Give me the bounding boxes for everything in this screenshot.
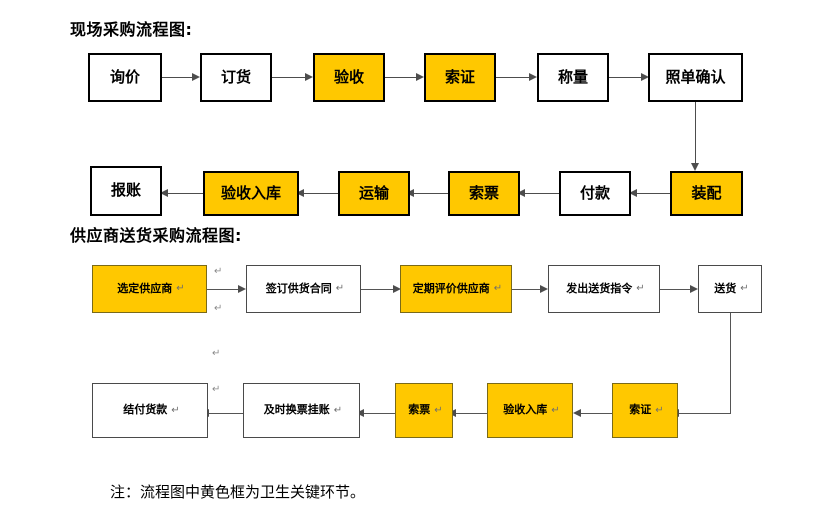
node-label: 索票 [468,183,499,202]
connector-line-vertical [730,313,731,414]
arrow-right-icon [238,284,246,293]
connector-line [580,413,612,414]
flow1-node-yunshu[interactable]: 运输 [338,171,410,216]
connector-line [636,193,670,194]
connector-line [363,413,395,414]
node-label: 运输 [358,183,389,202]
flow1-node-fukuan[interactable]: 付款 [559,171,631,216]
node-label: 付款 [579,183,610,202]
connector-line-vertical [695,102,696,164]
paragraph-return-icon: ↵ [212,384,221,395]
node-label: 选定供应商 [117,281,173,295]
flow1-node-suopiao[interactable]: 索票 [448,171,520,216]
arrow-left-icon [629,188,637,197]
arrow-right-icon [305,72,313,81]
node-label: 称量 [557,67,588,86]
arrow-left-icon [160,188,168,197]
arrow-left-icon [406,188,414,197]
paragraph-return-icon: ↵ [493,283,503,295]
node-label: 验收 [333,67,364,86]
connector-line [385,77,421,78]
node-label: 验收入库 [503,403,548,417]
node-label: 订货 [220,67,251,86]
flow2-node-dingqipingjiagongyingshang[interactable]: 定期评价供应商↵ [400,265,512,313]
flow1-node-zhuangpei[interactable]: 装配 [670,171,743,216]
connector-line [272,77,310,78]
flow1-node-dinghuo[interactable]: 订货 [200,53,272,102]
flow1-node-suozheng[interactable]: 索证 [424,53,496,102]
node-label: 索票 [408,403,431,417]
node-label: 装配 [691,183,722,202]
flow2-node-jiefuhuokuan[interactable]: 结付货款↵ [92,383,208,438]
flow2-node-fachusonghuozhiling[interactable]: 发出送货指令↵ [548,265,660,313]
paragraph-return-icon: ↵ [636,283,645,295]
connector-line [361,289,398,290]
connector-line [208,413,243,414]
paragraph-return-icon: ↵ [333,404,343,416]
connector-line [166,193,203,194]
flow1-node-xunjia[interactable]: 询价 [88,53,162,102]
node-label: 询价 [109,67,140,86]
node-label: 定期评价供应商 [412,281,490,295]
connector-line [302,193,338,194]
paragraph-return-icon: ↵ [655,404,664,416]
flow2-node-xuandinggongyingshang[interactable]: 选定供应商↵ [92,265,207,313]
arrow-right-icon [393,284,401,293]
arrow-left-icon [296,188,304,197]
arrow-down-icon [690,163,699,171]
arrow-right-icon [416,72,424,81]
connector-line [412,193,448,194]
legend-note: 注：流程图中黄色框为卫生关键环节。 [110,483,366,501]
paragraph-return-icon: ↵ [176,283,185,295]
arrow-left-icon [573,408,581,417]
paragraph-return-icon: ↵ [740,283,749,295]
arrow-right-icon [641,72,649,81]
paragraph-return-icon: ↵ [434,404,443,416]
flow1-node-chengliang[interactable]: 称量 [537,53,609,102]
connector-line [678,413,731,414]
arrow-right-icon [540,284,548,293]
node-label: 送货 [714,281,737,295]
paragraph-return-icon: ↵ [214,303,223,314]
flow1-node-yanshourku[interactable]: 验收入库 [203,171,299,216]
connector-line [660,289,695,290]
paragraph-return-icon: ↵ [212,348,221,359]
connector-line [162,77,197,78]
flow2-node-yanshourku[interactable]: 验收入库↵ [487,383,573,438]
flowchart-2-title: 供应商送货采购流程图: [70,226,242,245]
connector-line [512,289,545,290]
flow2-node-jishihuanpiaoguazhang[interactable]: 及时换票挂账↵ [243,383,360,438]
flowchart-1-title: 现场采购流程图: [70,20,193,39]
connector-line [609,77,646,78]
arrow-right-icon [529,72,537,81]
flow2-node-songhuo[interactable]: 送货↵ [698,265,762,313]
node-label: 照单确认 [665,67,726,86]
connector-line [523,193,559,194]
paragraph-return-icon: ↵ [551,404,560,416]
flow2-node-suopiao[interactable]: 索票↵ [395,383,453,438]
node-label: 及时换票挂账 [263,403,330,417]
flow1-node-zhaodanqueren[interactable]: 照单确认 [648,53,743,102]
node-label: 报账 [110,181,141,200]
node-label: 签订供货合同 [265,281,332,295]
arrow-right-icon [192,72,200,81]
arrow-left-icon [517,188,525,197]
flow2-node-qiandinggonghuohetong[interactable]: 签订供货合同↵ [246,265,361,313]
connector-line [207,289,243,290]
node-label: 结付货款 [123,403,168,417]
flow1-node-baozhang[interactable]: 报账 [90,166,162,216]
paragraph-return-icon: ↵ [335,283,345,295]
node-label: 索证 [444,67,475,86]
node-label: 验收入库 [220,183,281,202]
flow2-node-suozheng[interactable]: 索证↵ [612,383,678,438]
flow1-node-yanshou[interactable]: 验收 [313,53,385,102]
arrow-right-icon [690,284,698,293]
node-label: 索证 [629,403,652,417]
node-label: 发出送货指令 [566,281,633,295]
connector-line [455,413,487,414]
arrow-left-icon [356,408,364,417]
paragraph-return-icon: ↵ [171,404,180,416]
paragraph-return-icon: ↵ [214,266,223,277]
connector-line [496,77,534,78]
